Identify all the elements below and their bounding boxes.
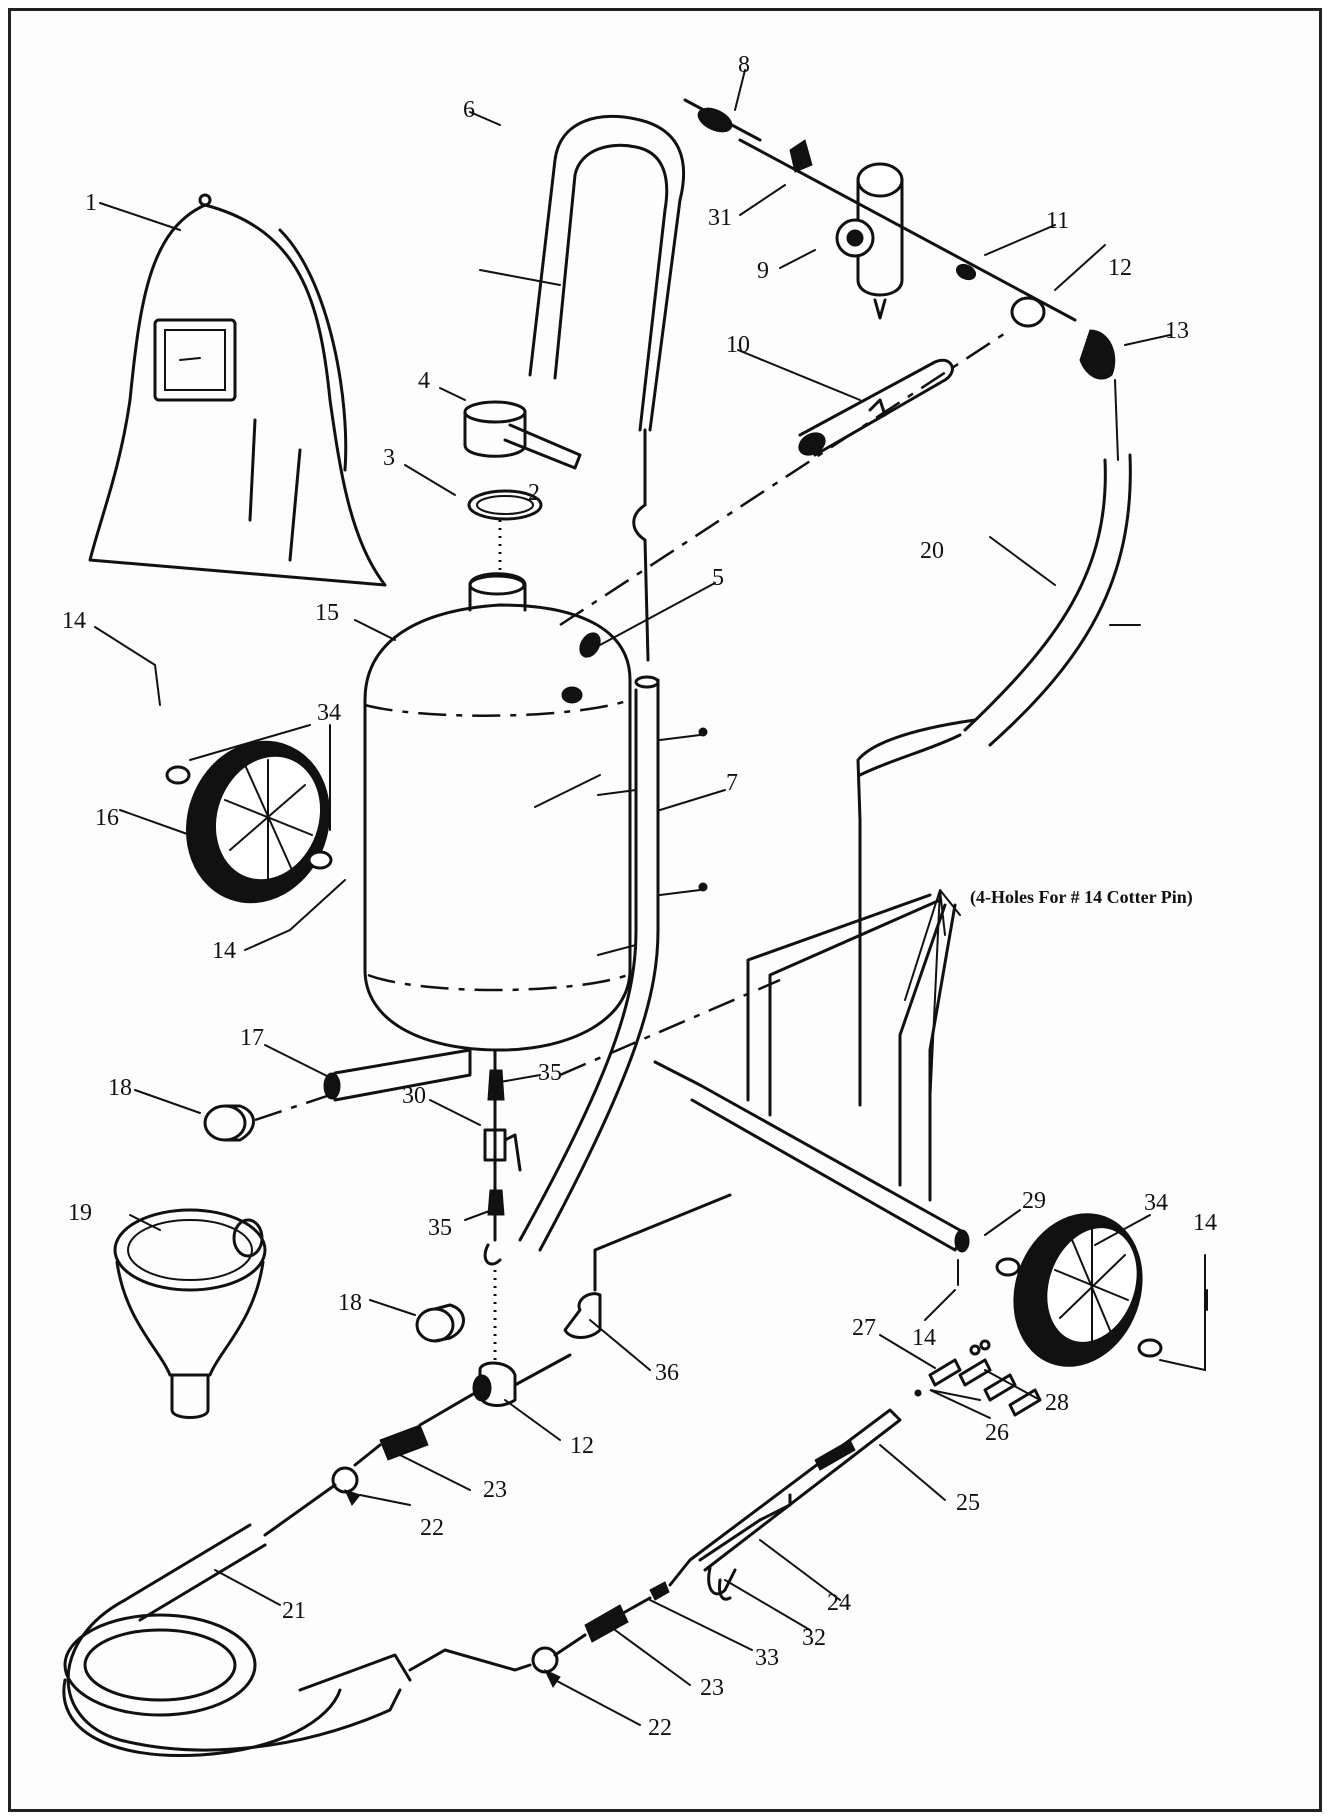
label-23a: 23 [483, 1477, 507, 1503]
label-33: 33 [755, 1645, 779, 1671]
label-21: 21 [282, 1598, 306, 1624]
label-36: 36 [655, 1360, 679, 1386]
coiled-hose-21 [62, 1523, 532, 1758]
leader-lines [94, 69, 1208, 1726]
label-6: 6 [463, 97, 475, 123]
part-labels: 1 2 3 4 5 6 7 8 9 10 11 12 13 14 14 14 1… [62, 52, 1217, 1741]
label-20: 20 [920, 538, 944, 564]
label-12a: 12 [1108, 255, 1132, 281]
label-24: 24 [827, 1590, 851, 1616]
label-14a: 14 [62, 608, 86, 634]
fill-cap [463, 400, 582, 470]
hose-6 [479, 114, 686, 662]
hose-20 [858, 379, 1132, 777]
label-22b: 22 [648, 1715, 672, 1741]
label-14c: 14 [912, 1325, 936, 1351]
label-1: 1 [85, 190, 97, 216]
axle-right [653, 718, 977, 1253]
label-4: 4 [418, 368, 430, 394]
handle-frame [518, 675, 708, 1252]
assembly-line [559, 978, 781, 1077]
label-34b: 34 [1144, 1190, 1168, 1216]
label-10: 10 [726, 332, 750, 358]
label-2: 2 [528, 480, 540, 506]
label-30: 30 [402, 1083, 426, 1109]
gasket-ring [467, 489, 543, 590]
label-5: 5 [712, 565, 724, 591]
nozzle-wand [668, 1408, 902, 1601]
label-34a: 34 [317, 700, 341, 726]
label-32: 32 [802, 1625, 826, 1651]
wheel-right [995, 1213, 1163, 1367]
label-3: 3 [383, 445, 395, 471]
nozzle-tips [914, 1339, 1042, 1417]
label-23b: 23 [700, 1675, 724, 1701]
label-11: 11 [1046, 208, 1069, 234]
label-19: 19 [68, 1200, 92, 1226]
bottom-valve-assembly [483, 1048, 522, 1360]
axle-cap-bottom [415, 1303, 465, 1343]
label-12b: 12 [570, 1433, 594, 1459]
label-17: 17 [240, 1025, 264, 1051]
label-29: 29 [1022, 1188, 1046, 1214]
wheel-left [165, 740, 333, 904]
label-14d: 14 [1193, 1210, 1217, 1236]
label-14b: 14 [212, 938, 236, 964]
label-9: 9 [757, 258, 769, 284]
fittings-upper [263, 1424, 429, 1537]
label-15: 15 [315, 600, 339, 626]
air-inlet-assembly [559, 98, 1116, 627]
label-18a: 18 [108, 1075, 132, 1101]
tank [363, 572, 632, 1052]
axle-left [254, 1048, 472, 1122]
label-13: 13 [1165, 318, 1189, 344]
bottom-tee-12 [418, 1193, 732, 1427]
axle-cap-left [203, 1104, 255, 1142]
label-27: 27 [852, 1315, 876, 1341]
label-16: 16 [95, 805, 119, 831]
label-35a: 35 [538, 1060, 562, 1086]
label-7: 7 [726, 770, 738, 796]
nozzle-gun-10 [798, 358, 954, 457]
cotter-pin-note: (4-Holes For # 14 Cotter Pin) [970, 887, 1193, 908]
fittings-lower [531, 1581, 670, 1688]
label-28: 28 [1045, 1390, 1069, 1416]
blast-hood [88, 193, 387, 587]
label-35b: 35 [428, 1215, 452, 1241]
label-25: 25 [956, 1490, 980, 1516]
label-22a: 22 [420, 1515, 444, 1541]
label-31: 31 [708, 205, 732, 231]
funnel [113, 1208, 267, 1419]
label-8: 8 [738, 52, 750, 78]
label-26: 26 [985, 1420, 1009, 1446]
label-18b: 18 [338, 1290, 362, 1316]
